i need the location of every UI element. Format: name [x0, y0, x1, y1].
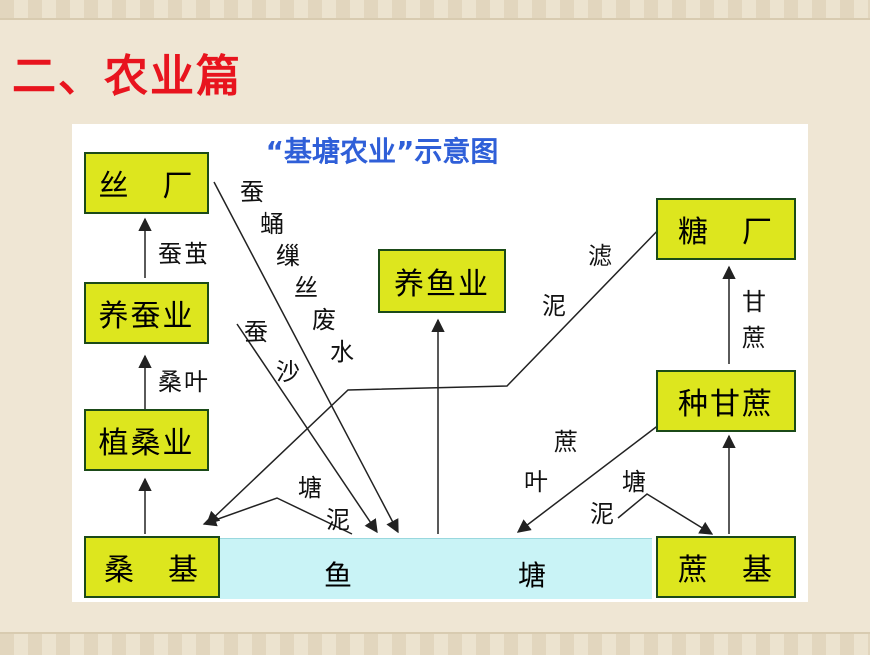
label-pond-mud-left-1: 塘 [298, 474, 322, 502]
diagram-title: “基塘农业”示意图 [265, 135, 499, 168]
arrow-cane-leaf-to-pond [516, 417, 669, 533]
label-cocoon-2: 茧 [184, 240, 208, 268]
fish-pond [220, 538, 652, 599]
pond-label-left: 鱼 [324, 559, 353, 592]
arrow-sugar-factory-to-mulberry-dike [206, 223, 665, 525]
diagram-arrows [138, 181, 736, 535]
background-border-top [0, 0, 870, 20]
label-pond-mud-left-2: 泥 [326, 506, 350, 534]
box-mulberry-dike: 桑 基 [84, 536, 220, 598]
box-cane-dike: 蔗 基 [656, 536, 796, 598]
box-sugarcane-planting: 种甘蔗 [656, 370, 796, 432]
label-filter-mud-1: 滤 [588, 242, 612, 270]
label-pupa-waste-3: 缫 [276, 242, 300, 270]
label-pupa-waste-5: 废 [312, 306, 336, 334]
background-border-bottom [0, 632, 870, 655]
pond-label-right: 塘 [518, 559, 547, 592]
box-fish-farming: 养鱼业 [378, 249, 506, 313]
label-mulberry-leaf-2: 叶 [184, 368, 208, 396]
label-mulberry-leaf-1: 桑 [158, 368, 182, 396]
label-filter-mud-2: 泥 [542, 292, 566, 320]
label-pond-mud-right-2: 泥 [590, 500, 614, 528]
arrow-pond-mud-to-cane-dike [617, 493, 714, 535]
label-sugarcane-1: 甘 [742, 288, 766, 316]
label-pond-mud-right-1: 塘 [622, 468, 646, 496]
label-pupa-waste-1: 蚕 [240, 178, 264, 206]
page-title: 二、农业篇 [12, 51, 242, 102]
label-cane-leaf-1: 蔗 [554, 428, 578, 456]
label-pupa-waste-4: 丝 [294, 274, 318, 302]
label-cocoon-1: 蚕 [158, 240, 182, 268]
label-pupa-waste-2: 蛹 [260, 210, 284, 238]
label-silkworm-sand-2: 沙 [276, 358, 300, 386]
label-silkworm-sand-1: 蚕 [244, 318, 268, 346]
box-silkworm-raising: 养蚕业 [84, 282, 209, 344]
label-sugarcane-2: 蔗 [742, 324, 766, 352]
label-cane-leaf-2: 叶 [524, 468, 548, 496]
dike-pond-diagram: “基塘农业”示意图 [72, 124, 808, 602]
box-silk-factory: 丝 厂 [84, 152, 209, 214]
arrow-silk-factory-to-pond [213, 181, 399, 534]
arrow-pond-mud-to-mulberry-dike [202, 497, 353, 535]
box-sugar-factory: 糖 厂 [656, 198, 796, 260]
box-mulberry-planting: 植桑业 [84, 409, 209, 471]
label-pupa-waste-6: 水 [330, 338, 354, 366]
